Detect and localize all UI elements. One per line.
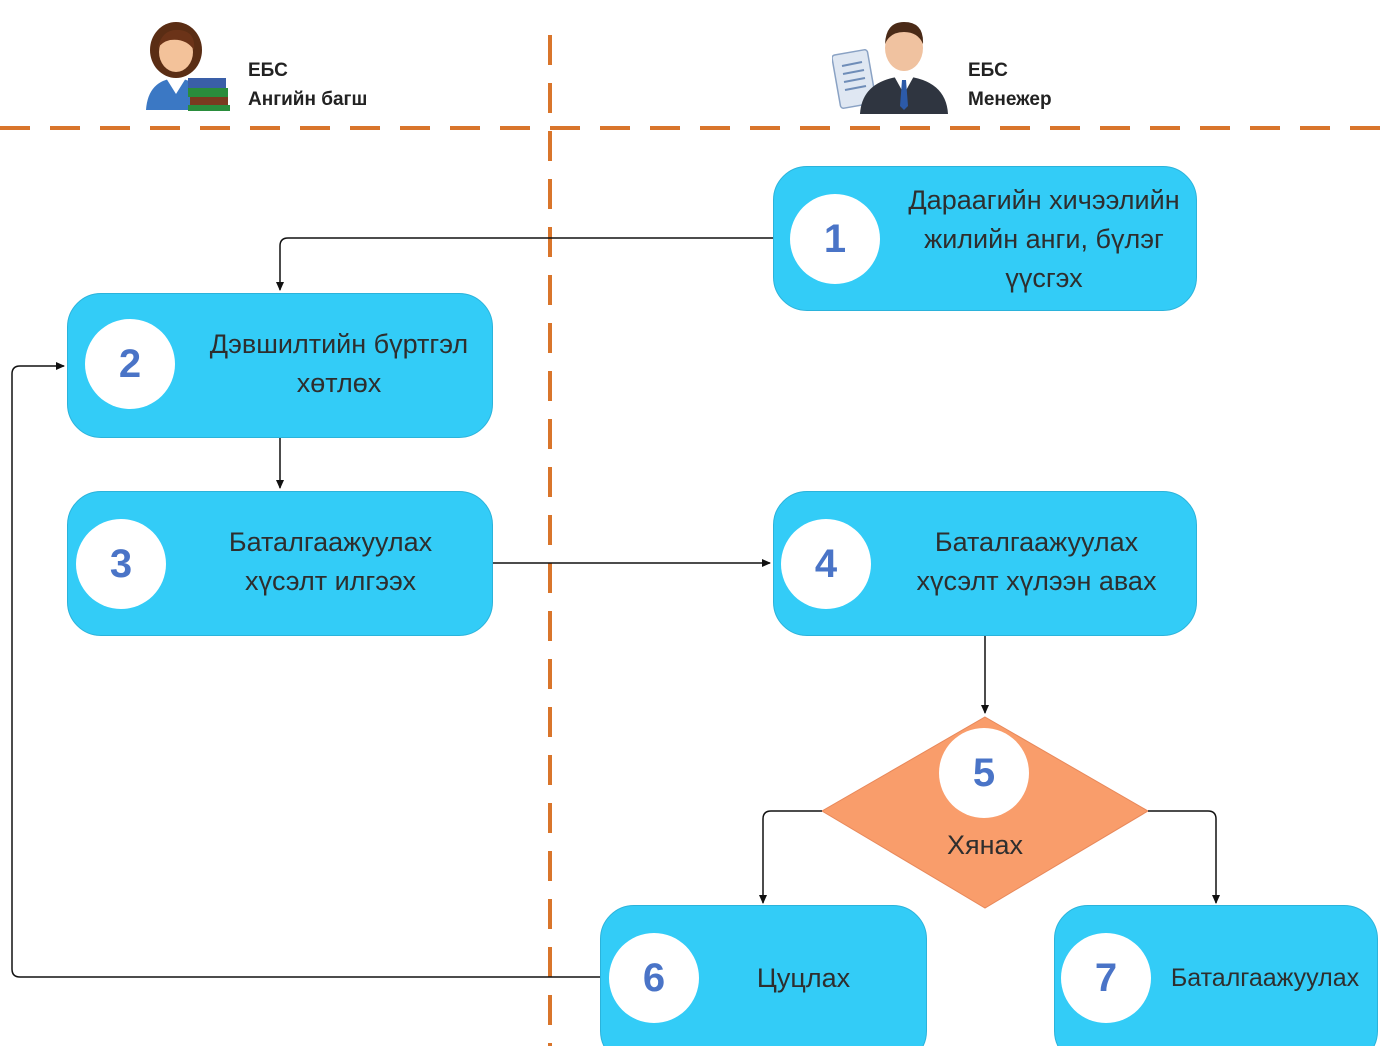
process-step-1[interactable]: 1 Дараагийн хичээлийн жилийн анги, бүлэг… (773, 166, 1197, 311)
lane-header-manager: ЕБС Менежер (832, 10, 1092, 118)
step-7-number: 7 (1061, 933, 1151, 1023)
step-2-label: Дэвшилтийн бүртгэл хөтлөх (209, 329, 469, 398)
process-step-2[interactable]: 2 Дэвшилтийн бүртгэл хөтлөх (67, 293, 493, 438)
manager-avatar-icon (832, 22, 948, 114)
arrow-1-to-2 (276, 237, 773, 291)
arrow-5-to-6 (759, 810, 822, 904)
step-4-label: Баталгаажуулах хүсэлт хүлээн авах (916, 527, 1157, 596)
process-step-3[interactable]: 3 Баталгаажуулах хүсэлт илгээх (67, 491, 493, 636)
step-1-number: 1 (790, 194, 880, 284)
arrow-6-to-2 (11, 362, 600, 978)
step-6-number: 6 (609, 933, 699, 1023)
step-3-label: Баталгаажуулах хүсэлт илгээх (228, 527, 433, 596)
process-step-6[interactable]: 6 Цуцлах (600, 905, 927, 1046)
step-2-number: 2 (85, 319, 175, 409)
arrow-5-to-7 (1148, 810, 1220, 904)
process-step-4[interactable]: 4 Баталгаажуулах хүсэлт хүлээн авах (773, 491, 1197, 636)
step-5-label[interactable]: Хянах (946, 830, 1024, 860)
teacher-avatar-icon (146, 22, 230, 111)
lane-title-manager-line2: Менежер (968, 89, 1052, 110)
process-step-7[interactable]: 7 Баталгаажуулах (1054, 905, 1378, 1046)
step-5-number: 5 (939, 728, 1029, 818)
lane-title-teacher: ЕБС Ангийн багш (248, 56, 367, 114)
lane-title-manager-line1: ЕБС (968, 60, 1008, 81)
step-4-number: 4 (781, 519, 871, 609)
step-6-label: Цуцлах (756, 962, 851, 993)
step-3-number: 3 (76, 519, 166, 609)
lane-header-teacher: ЕБС Ангийн багш (140, 18, 400, 118)
lane-title-manager: ЕБС Менежер (968, 56, 1052, 114)
lane-title-teacher-line2: Ангийн багш (248, 89, 368, 110)
step-7-label: Баталгаажуулах (1170, 963, 1360, 992)
lane-title-teacher-line1: ЕБС (248, 60, 288, 81)
step-1-label: Дараагийн хичээлийн жилийн анги, бүлэг ү… (908, 185, 1180, 293)
